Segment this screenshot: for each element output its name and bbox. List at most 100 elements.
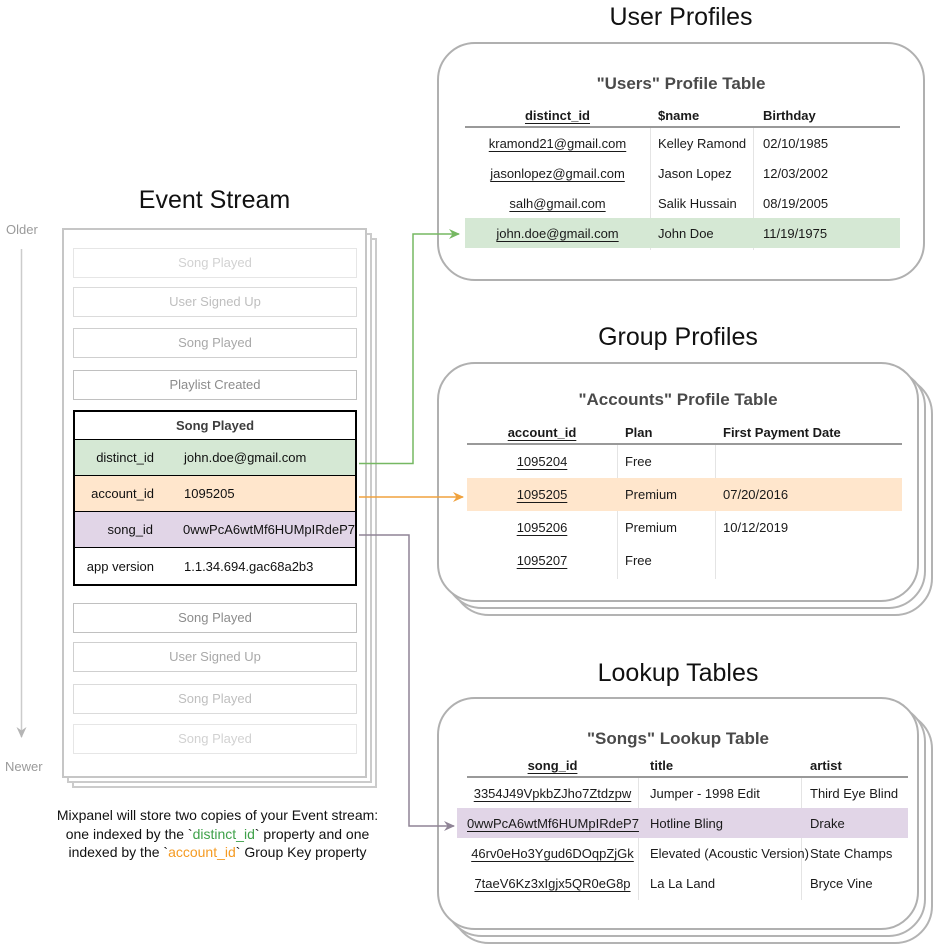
- caption-text: one indexed by the `: [65, 825, 193, 842]
- caption-text: indexed by the `: [68, 844, 169, 860]
- caption-line-1: Mixpanel will store two copies of your E…: [56, 807, 379, 823]
- table-cell: Premium: [625, 520, 678, 535]
- property-key: distinct_id: [96, 450, 154, 465]
- table-row-highlighted: john.doe@gmail.com John Doe 11/19/1975: [465, 218, 900, 248]
- users-profile-card: "Users" Profile Table distinct_id $name …: [437, 42, 925, 281]
- table-cell: 12/03/2002: [763, 165, 829, 181]
- table-cell: Free: [625, 454, 652, 469]
- table-cell: John Doe: [658, 225, 714, 241]
- table-row: 7taeV6Kz3xIgjx5QR0eG8p La La Land Bryce …: [467, 868, 908, 898]
- column-header: Plan: [625, 424, 653, 440]
- column-header: title: [650, 757, 674, 773]
- table-row: kramond21@gmail.com Kelley Ramond 02/10/…: [465, 128, 900, 158]
- column-divider: [801, 778, 802, 900]
- event-box: Playlist Created: [73, 370, 357, 400]
- property-key: app version: [86, 558, 154, 574]
- users-table-header: distinct_id $name Birthday: [465, 104, 900, 128]
- table-cell: 1095205: [516, 487, 568, 502]
- table-cell: Third Eye Blind: [810, 785, 899, 801]
- property-value: 1.1.34.694.gac68a2b3: [184, 558, 314, 574]
- table-cell: State Champs: [810, 845, 893, 861]
- table-cell: Hotline Bling: [650, 815, 723, 831]
- event-box: Song Played: [73, 248, 357, 278]
- column-divider: [650, 128, 651, 250]
- table-cell: Kelley Ramond: [658, 135, 747, 151]
- table-cell: 11/19/1975: [763, 225, 828, 241]
- table-cell: Salik Hussain: [658, 195, 737, 211]
- table-row-highlighted: 0wwPcA6wtMf6HUMpIRdeP7 Hotline Bling Dra…: [467, 808, 908, 838]
- table-cell: La La Land: [650, 875, 716, 891]
- column-header: song_id: [527, 757, 578, 773]
- table-cell: Jumper - 1998 Edit: [650, 785, 760, 801]
- table-cell: Elevated (Acoustic Version): [650, 845, 809, 861]
- column-header: account_id: [507, 424, 577, 440]
- songs-lookup-card: "Songs" Lookup Table song_id title artis…: [437, 697, 919, 930]
- column-divider: [715, 445, 716, 579]
- active-event-name: Song Played: [75, 412, 355, 440]
- table-cell: Jason Lopez: [658, 165, 732, 181]
- table-cell: Free: [625, 553, 652, 568]
- table-row: 46rv0eHo3Ygud6DOqpZjGk Elevated (Acousti…: [467, 838, 908, 868]
- table-cell: 1095206: [516, 520, 568, 535]
- caption-text: ` property and one: [254, 825, 370, 842]
- table-cell: jasonlopez@gmail.com: [490, 165, 625, 181]
- table-row: jasonlopez@gmail.com Jason Lopez 12/03/2…: [465, 158, 900, 188]
- table-cell: 08/19/2005: [763, 195, 829, 211]
- column-header: $name: [658, 107, 700, 123]
- table-row: 3354J49VpkbZJho7Ztdzpw Jumper - 1998 Edi…: [467, 778, 908, 808]
- table-cell: salh@gmail.com: [509, 195, 606, 211]
- column-header: First Payment Date: [723, 424, 841, 440]
- event-box: Song Played: [73, 684, 357, 714]
- songs-table-header: song_id title artist: [467, 754, 908, 778]
- property-value: john.doe@gmail.com: [184, 450, 307, 465]
- table-cell: Bryce Vine: [810, 875, 873, 891]
- property-row-account-id: account_id 1095205: [75, 476, 355, 512]
- accounts-profile-card: "Accounts" Profile Table account_id Plan…: [437, 362, 919, 602]
- table-cell: 3354J49VpkbZJho7Ztdzpw: [473, 785, 632, 801]
- account-id-code: account_id: [168, 844, 236, 860]
- column-divider: [638, 778, 639, 900]
- property-value: 1095205: [184, 486, 235, 501]
- event-stream-caption: Mixpanel will store two copies of your E…: [30, 806, 405, 862]
- active-event-card: Song Played distinct_id john.doe@gmail.c…: [73, 410, 357, 586]
- table-row: 1095204 Free: [467, 445, 902, 478]
- caption-line-2: one indexed by the `distinct_id` propert…: [30, 825, 405, 844]
- table-cell: 7taeV6Kz3xIgjx5QR0eG8p: [474, 875, 631, 891]
- user-profiles-title: User Profiles: [609, 3, 753, 31]
- table-row-highlighted: 1095205 Premium 07/20/2016: [467, 478, 902, 511]
- property-row-app-version: app version 1.1.34.694.gac68a2b3: [75, 548, 355, 584]
- event-stream-title: Event Stream: [138, 186, 291, 214]
- table-row: 1095207 Free: [467, 544, 902, 577]
- songs-table-title: "Songs" Lookup Table: [586, 729, 770, 748]
- accounts-table-title: "Accounts" Profile Table: [578, 390, 778, 409]
- event-box: User Signed Up: [73, 642, 357, 672]
- caption-text: ` Group Key property: [235, 844, 367, 860]
- songs-table: song_id title artist 3354J49VpkbZJho7Ztd…: [467, 754, 908, 900]
- users-table-title: "Users" Profile Table: [596, 74, 766, 93]
- event-box: User Signed Up: [73, 287, 357, 317]
- lookup-tables-title: Lookup Tables: [597, 659, 759, 687]
- table-cell: kramond21@gmail.com: [488, 135, 627, 151]
- column-divider: [617, 445, 618, 579]
- event-box: Song Played: [73, 603, 357, 633]
- property-row-song-id: song_id 0wwPcA6wtMf6HUMpIRdeP7: [75, 512, 355, 548]
- table-row: salh@gmail.com Salik Hussain 08/19/2005: [465, 188, 900, 218]
- accounts-table: account_id Plan First Payment Date 10952…: [467, 421, 902, 579]
- users-table: distinct_id $name Birthday kramond21@gma…: [465, 104, 900, 250]
- property-row-distinct-id: distinct_id john.doe@gmail.com: [75, 440, 355, 476]
- table-cell: Premium: [625, 487, 678, 502]
- table-cell: 0wwPcA6wtMf6HUMpIRdeP7: [467, 815, 639, 831]
- event-stream-container: Song Played User Signed Up Song Played P…: [62, 228, 367, 778]
- distinct-id-code: distinct_id: [192, 825, 255, 842]
- table-cell: Drake: [810, 815, 845, 831]
- property-value: 0wwPcA6wtMf6HUMpIRdeP7: [183, 522, 355, 537]
- table-row: 1095206 Premium 10/12/2019: [467, 511, 902, 544]
- accounts-table-header: account_id Plan First Payment Date: [467, 421, 902, 445]
- event-box: Song Played: [73, 724, 357, 754]
- property-key: song_id: [107, 522, 154, 537]
- column-divider: [753, 128, 754, 250]
- group-profiles-title: Group Profiles: [598, 323, 758, 351]
- caption-line-3: indexed by the `account_id` Group Key pr…: [30, 843, 405, 862]
- table-cell: 1095204: [516, 454, 568, 469]
